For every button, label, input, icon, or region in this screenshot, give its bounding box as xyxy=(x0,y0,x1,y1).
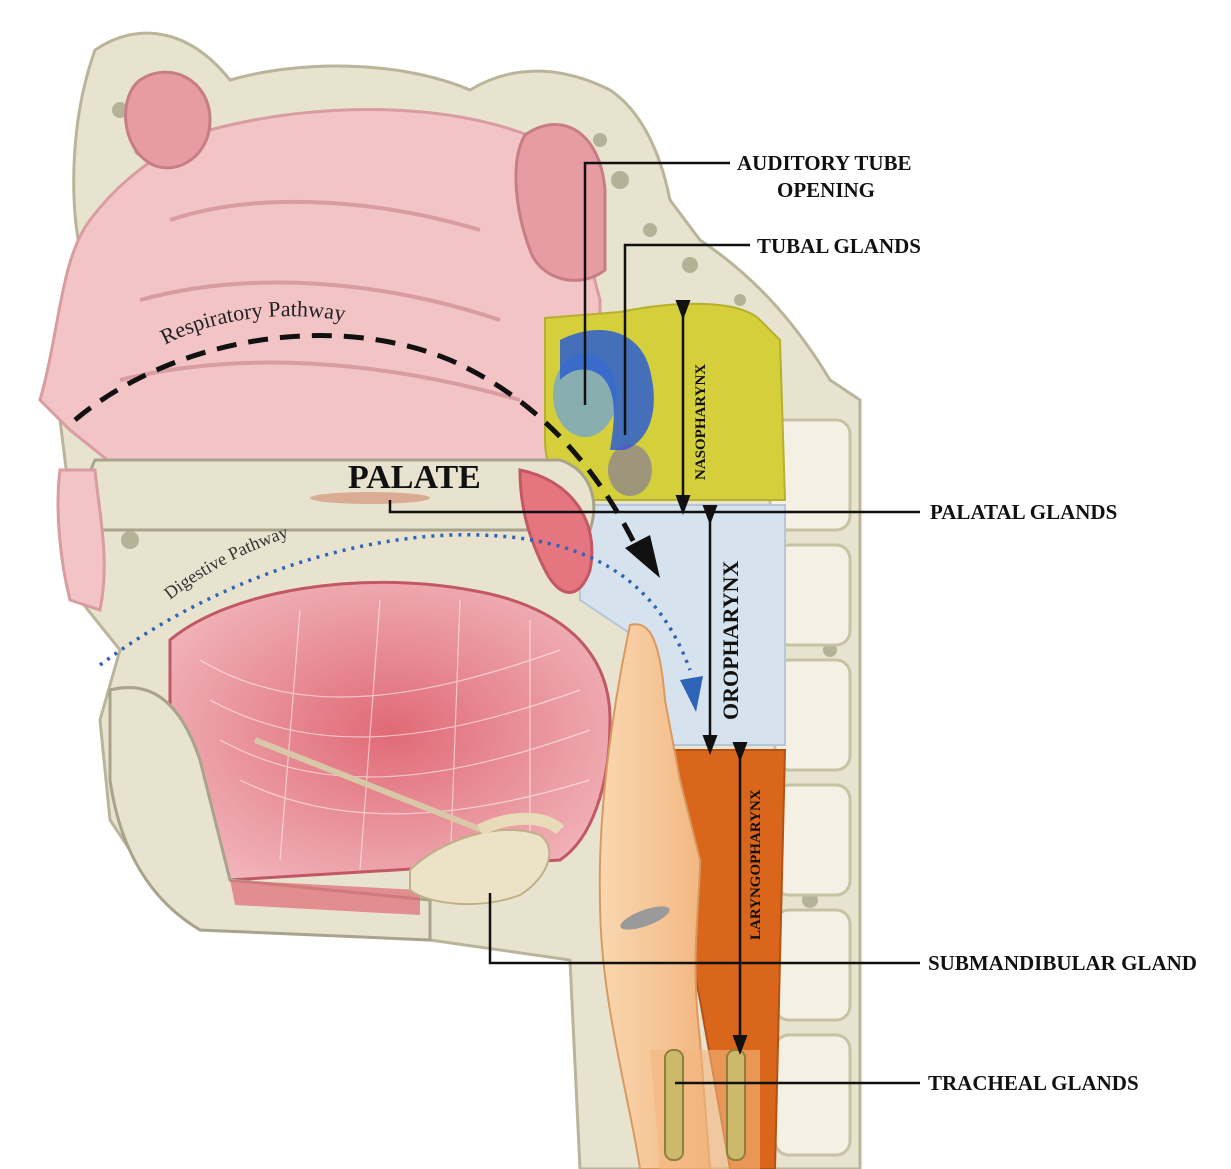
palate-label: PALATE xyxy=(348,459,481,496)
tubal-glands-diffuse xyxy=(608,444,652,496)
frontal-sinus xyxy=(126,72,210,168)
palatal-glands-label: PALATAL GLANDS xyxy=(930,500,1117,524)
upper-lip xyxy=(58,470,104,610)
tongue xyxy=(170,582,610,880)
submandibular-gland-label: SUBMANDIBULAR GLAND xyxy=(928,951,1197,975)
auditory-tube-label-line2: OPENING xyxy=(777,178,875,202)
laryngopharynx-label: LARYNGOPHARYNX xyxy=(748,789,764,940)
oropharynx-label: OROPHARYNX xyxy=(718,561,743,720)
tubal-glands-label: TUBAL GLANDS xyxy=(757,234,921,258)
nasopharynx-label: NASOPHARYNX xyxy=(693,364,709,480)
tracheal-glands-label: TRACHEAL GLANDS xyxy=(928,1071,1139,1095)
auditory-tube-label-line1: AUDITORY TUBE xyxy=(737,151,912,175)
